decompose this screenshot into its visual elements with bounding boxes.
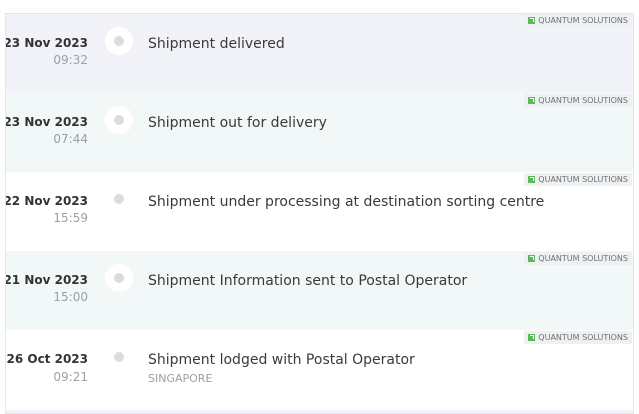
event-time: 09:32 bbox=[53, 53, 88, 67]
tracking-timeline: 23 Nov 2023 09:32 Shipment delivered QUA… bbox=[5, 13, 634, 414]
timeline-dot-icon bbox=[105, 27, 133, 55]
timeline-event: 21 Nov 2023 15:00 Shipment Information s… bbox=[6, 251, 633, 330]
external-link-icon bbox=[528, 97, 536, 104]
source-label: QUANTUM SOLUTIONS bbox=[538, 254, 628, 263]
source-label: QUANTUM SOLUTIONS bbox=[538, 175, 628, 184]
external-link-icon bbox=[528, 255, 536, 262]
source-badge: QUANTUM SOLUTIONS bbox=[524, 14, 632, 27]
source-badge: QUANTUM SOLUTIONS bbox=[524, 331, 632, 344]
event-time: 15:59 bbox=[53, 211, 88, 225]
source-badge: QUANTUM SOLUTIONS bbox=[524, 173, 632, 186]
timeline-event: 23 Nov 2023 07:44 Shipment out for deliv… bbox=[6, 93, 633, 172]
event-time: 15:00 bbox=[53, 290, 88, 304]
source-label: QUANTUM SOLUTIONS bbox=[538, 96, 628, 105]
next-event-edge bbox=[6, 410, 633, 413]
timeline-dot-icon bbox=[105, 106, 133, 134]
event-title: Shipment delivered bbox=[148, 36, 285, 52]
event-date: 23 Nov 2023 bbox=[5, 115, 88, 129]
event-location: SINGAPORE bbox=[148, 372, 213, 385]
event-title: Shipment lodged with Postal Operator bbox=[148, 352, 415, 368]
event-date: 22 Nov 2023 bbox=[5, 194, 88, 208]
timeline-event: 22 Nov 2023 15:59 Shipment under process… bbox=[6, 172, 633, 251]
event-date: 23 Nov 2023 bbox=[5, 36, 88, 50]
event-time: 07:44 bbox=[53, 132, 88, 146]
external-link-icon bbox=[528, 17, 536, 24]
event-title: Shipment out for delivery bbox=[148, 115, 327, 131]
timeline-dot-icon bbox=[105, 264, 133, 292]
external-link-icon bbox=[528, 334, 536, 341]
event-time: 09:21 bbox=[53, 370, 88, 384]
source-label: QUANTUM SOLUTIONS bbox=[538, 333, 628, 342]
event-date: 21 Nov 2023 bbox=[5, 273, 88, 287]
source-label: QUANTUM SOLUTIONS bbox=[538, 16, 628, 25]
external-link-icon bbox=[528, 176, 536, 183]
source-badge: QUANTUM SOLUTIONS bbox=[524, 94, 632, 107]
timeline-event: 26 Oct 2023 09:21 Shipment lodged with P… bbox=[6, 330, 633, 410]
event-title: Shipment Information sent to Postal Oper… bbox=[148, 273, 468, 289]
source-badge: QUANTUM SOLUTIONS bbox=[524, 252, 632, 265]
timeline-dot-icon bbox=[105, 185, 133, 213]
event-date: 26 Oct 2023 bbox=[6, 352, 88, 366]
timeline-event: 23 Nov 2023 09:32 Shipment delivered QUA… bbox=[6, 14, 633, 93]
event-title: Shipment under processing at destination… bbox=[148, 194, 545, 210]
timeline-dot-icon bbox=[105, 343, 133, 371]
